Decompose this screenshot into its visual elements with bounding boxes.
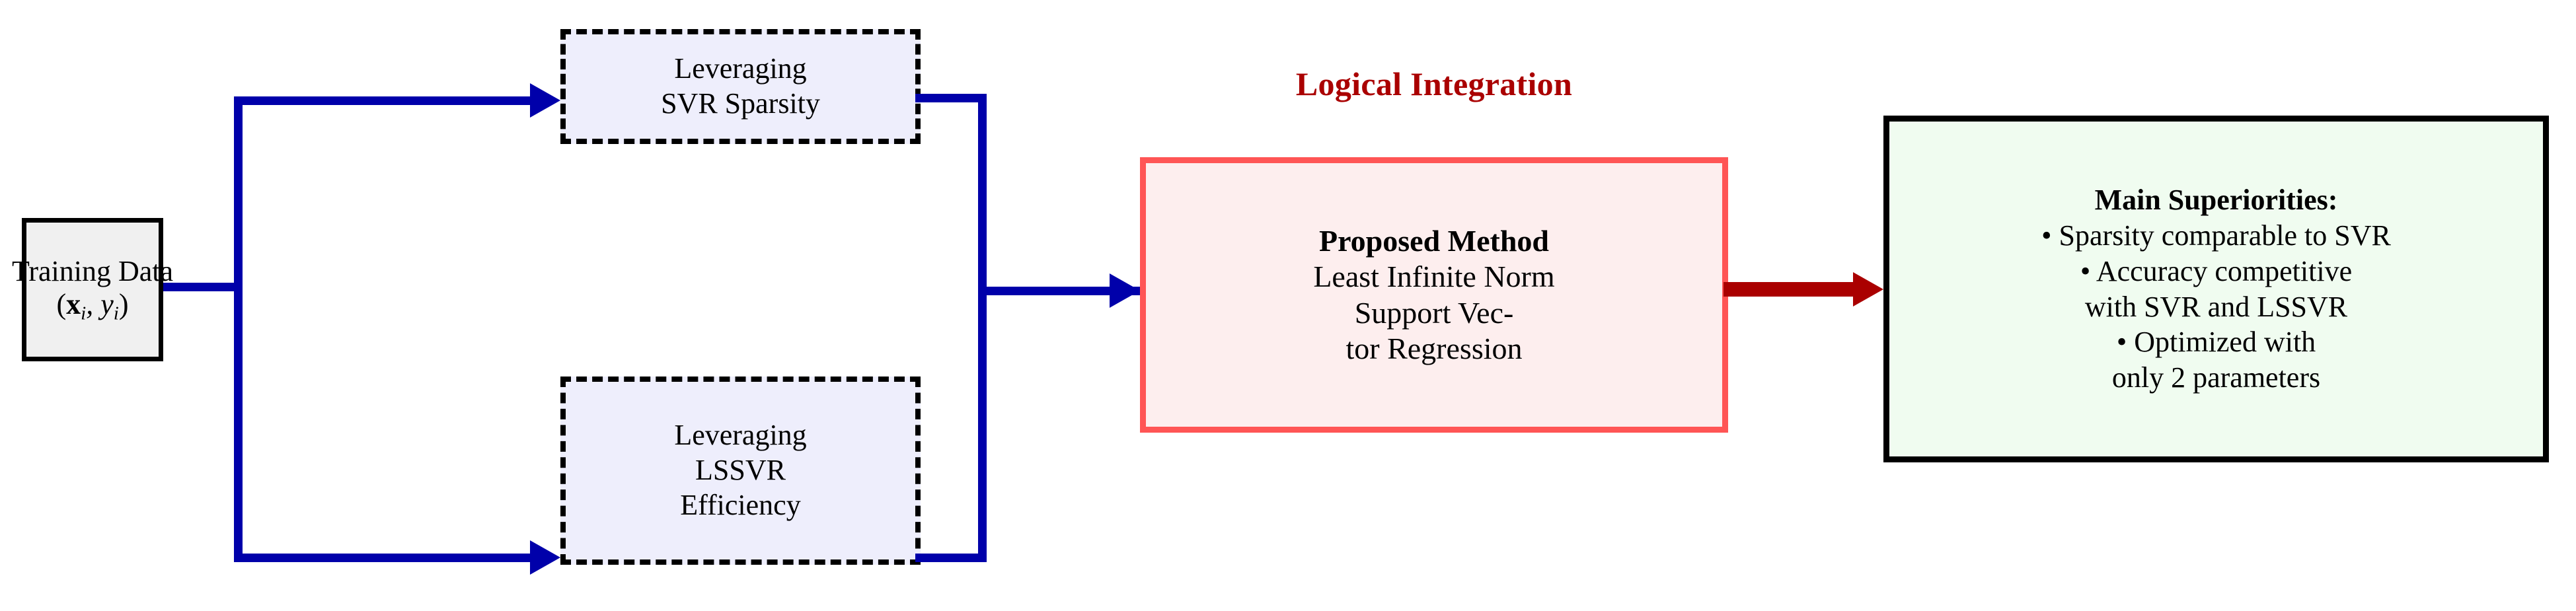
comma: , (86, 287, 101, 320)
arrowhead-to-proposed-method (1110, 273, 1140, 308)
connector-from-lssvr-stub (915, 554, 987, 562)
proposed-method-node[interactable]: Proposed Method Least Infinite Norm Supp… (1140, 157, 1728, 433)
connector-to-svr-horizontal (234, 96, 531, 105)
proposed-method-line1: Least Infinite Norm (1313, 260, 1555, 294)
leverage-svr-line1: Leveraging (674, 52, 807, 85)
training-data-label-line1: Training Data (11, 255, 174, 288)
arrowhead-to-superiorities (1853, 272, 1883, 306)
connector-merge-trunk (978, 94, 987, 562)
superiority-bullet-3-line2: only 2 parameters (2111, 361, 2321, 394)
leverage-lssvr-line1: Leveraging (674, 419, 807, 452)
proposed-method-line3: tor Regression (1345, 331, 1523, 365)
connector-training-trunk (234, 96, 243, 562)
leverage-lssvr-line3: Efficiency (680, 488, 801, 521)
connector-training-stub (163, 283, 243, 291)
leverage-svr-line2: SVR Sparsity (661, 87, 820, 120)
leverage-lssvr-line2: LSSVR (695, 454, 786, 487)
x-subscript: i (81, 303, 87, 324)
proposed-method-heading: Proposed Method (1319, 223, 1549, 258)
superiority-bullet-1-line1: • Sparsity comparable to SVR (2041, 219, 2391, 252)
y-symbol: y (100, 287, 114, 320)
training-data-node[interactable]: Training Data (xi, yi) (12, 218, 173, 361)
superiority-bullet-2-line1: • Accuracy competitive (2080, 254, 2353, 287)
leverage-svr-sparsity-node[interactable]: Leveraging SVR Sparsity (560, 29, 921, 144)
x-symbol: x (66, 287, 81, 320)
connector-from-svr-stub (915, 94, 987, 102)
connector-to-lssvr-horizontal (234, 554, 531, 562)
paren-open: ( (56, 287, 67, 320)
leverage-lssvr-efficiency-node[interactable]: Leveraging LSSVR Efficiency (560, 377, 921, 565)
connector-merge-to-proposed (978, 287, 1150, 295)
superiority-bullet-3-line1: • Optimized with (2116, 326, 2316, 359)
logical-integration-caption: Logical Integration (1295, 65, 1573, 102)
main-superiorities-node[interactable]: Main Superiorities: • Sparsity comparabl… (1883, 116, 2549, 462)
superiority-bullet-2-line2: with SVR and LSSVR (2084, 290, 2348, 323)
training-data-label-line2: (xi, yi) (57, 288, 129, 324)
connector-proposed-to-superiorities (1724, 282, 1869, 297)
y-subscript: i (113, 303, 119, 324)
proposed-method-line2: Support Vec- (1354, 295, 1514, 330)
arrowhead-to-leverage-svr (530, 83, 560, 118)
arrowhead-to-leverage-lssvr (530, 540, 560, 575)
paren-close: ) (118, 287, 129, 320)
superiorities-heading: Main Superiorities: (2094, 184, 2338, 217)
